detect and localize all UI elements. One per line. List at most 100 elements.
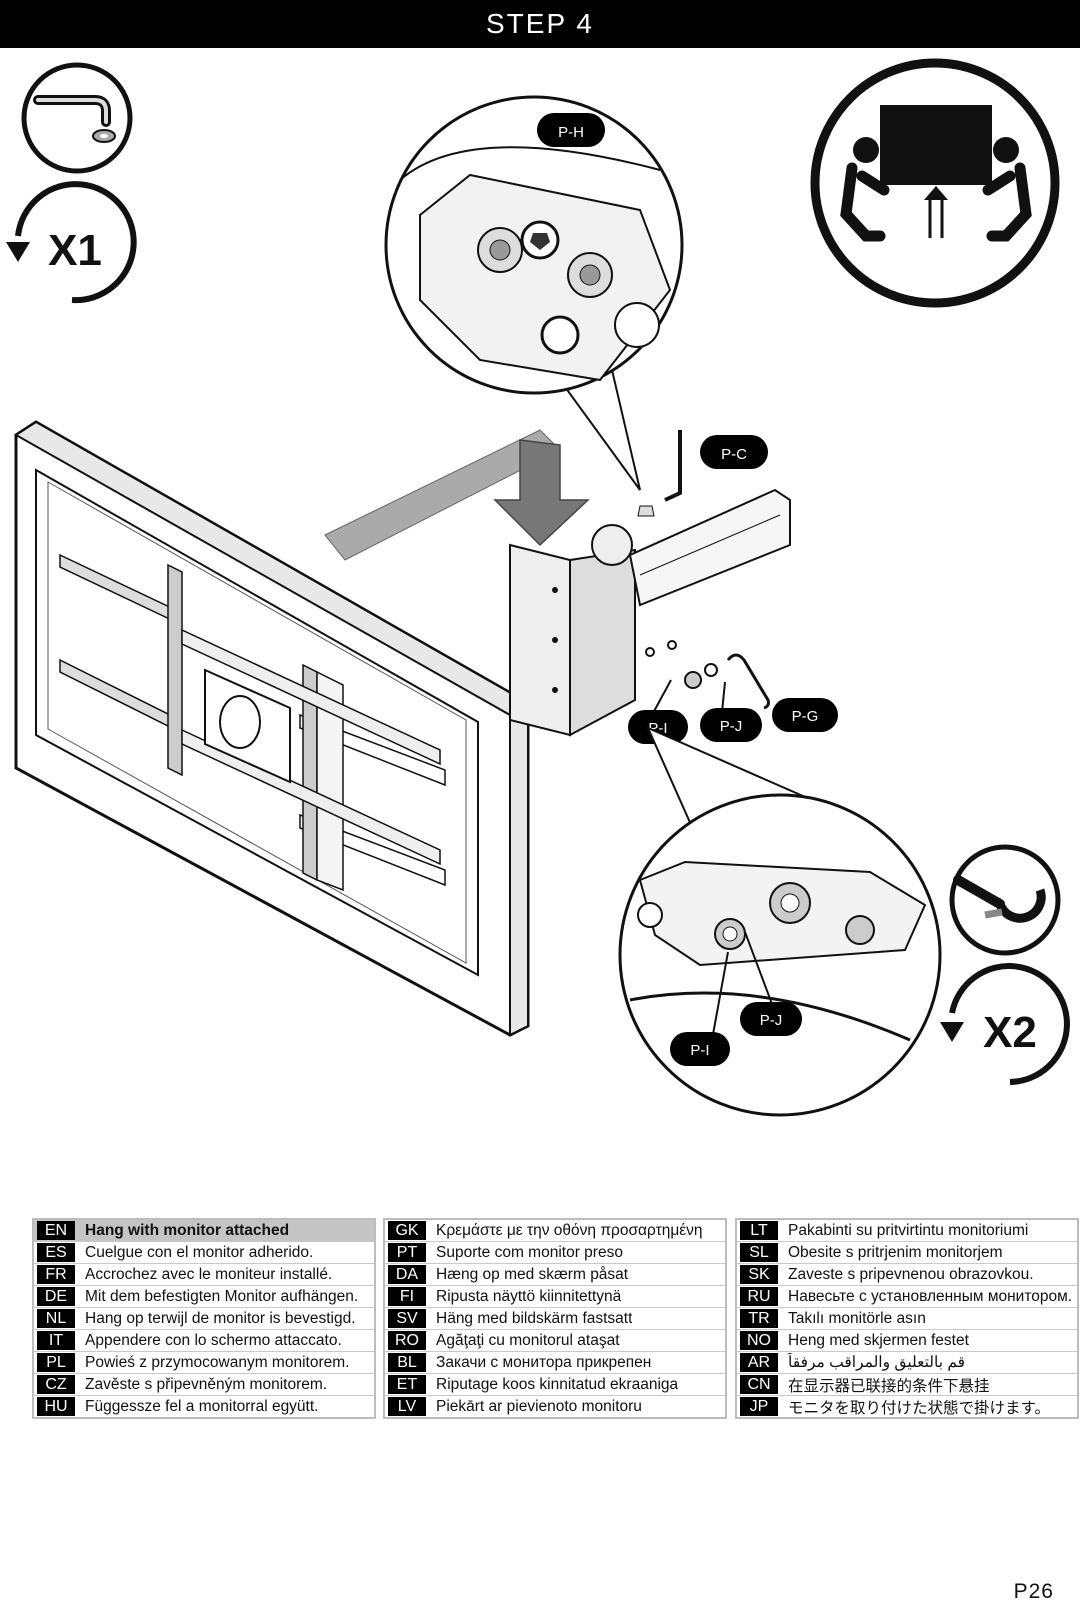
instruction-text: Powieś z przymocowanym monitorem. <box>85 1353 350 1371</box>
wall-arm-drawing <box>324 429 791 737</box>
open-wrench-icon <box>949 844 1061 956</box>
language-code: DA <box>388 1265 426 1284</box>
tv-monitor-drawing <box>14 420 530 1037</box>
instruction-text: Agăţaţi cu monitorul ataşat <box>436 1331 620 1349</box>
language-code: LV <box>388 1397 426 1416</box>
language-code: RO <box>388 1331 426 1350</box>
instruction-text: Függessze fel a monitorral együtt. <box>85 1397 319 1415</box>
instruction-text: قم بالتعليق والمراقب مرفقاً <box>788 1354 966 1371</box>
language-row: ET Riputage koos kinnitatud ekraaniga <box>385 1374 725 1396</box>
language-code: RU <box>740 1287 778 1306</box>
language-row: FR Accrochez avec le moniteur installé. <box>34 1264 374 1286</box>
top-detail-callout: P-H <box>384 95 684 491</box>
language-code: EN <box>37 1221 75 1240</box>
language-code: SV <box>388 1309 426 1328</box>
language-code: IT <box>37 1331 75 1350</box>
language-code: SK <box>740 1265 778 1284</box>
language-row: EN Hang with monitor attached <box>34 1220 374 1242</box>
language-row: CN 在显示器已联接的条件下悬挂 <box>737 1374 1077 1396</box>
language-code: DE <box>37 1287 75 1306</box>
language-code: AR <box>740 1353 778 1372</box>
language-code: ES <box>37 1243 75 1262</box>
quantity-x2-badge: X2 <box>940 963 1070 1085</box>
language-row: GK Κρεμάστε με την οθόνη προσαρτημένη <box>385 1220 725 1242</box>
two-person-lift-icon <box>810 58 1060 308</box>
language-row: SK Zaveste s pripevnenou obrazovkou. <box>737 1264 1077 1286</box>
language-row: PT Suporte com monitor preso <box>385 1242 725 1264</box>
instruction-text: Riputage koos kinnitatud ekraaniga <box>436 1375 679 1393</box>
language-code: BL <box>388 1353 426 1372</box>
language-code: PL <box>37 1353 75 1372</box>
instruction-text: Κρεμάστε με την οθόνη προσαρτημένη <box>436 1221 703 1239</box>
language-code: NL <box>37 1309 75 1328</box>
language-row: PL Powieś z przymocowanym monitorem. <box>34 1352 374 1374</box>
language-code: TR <box>740 1309 778 1328</box>
instruction-text: Häng med bildskärm fastsatt <box>436 1309 633 1327</box>
language-code: CN <box>740 1375 778 1394</box>
language-code: GK <box>388 1221 426 1240</box>
part-label-pg: P-G <box>792 708 819 725</box>
language-code: CZ <box>37 1375 75 1394</box>
language-code: PT <box>388 1243 426 1262</box>
language-code: LT <box>740 1221 778 1240</box>
language-row: JP モニタを取り付けた状態で掛けます。 <box>737 1396 1077 1417</box>
language-row: SV Häng med bildskärm fastsatt <box>385 1308 725 1330</box>
instruction-text: Hæng op med skærm påsat <box>436 1265 629 1283</box>
language-row: AR قم بالتعليق والمراقب مرفقاً <box>737 1352 1077 1374</box>
bottom-detail-callout: P-J P-I <box>618 726 942 1117</box>
language-row: RU Навесьте с установленным монитором. <box>737 1286 1077 1308</box>
language-row: DA Hæng op med skærm påsat <box>385 1264 725 1286</box>
main-part-labels: P-C P-I P-J P-G <box>628 435 838 744</box>
language-code: FR <box>37 1265 75 1284</box>
instruction-text: Навесьте с установленным монитором. <box>788 1287 1073 1305</box>
instruction-text: Hang with monitor attached <box>85 1221 290 1239</box>
language-code: HU <box>37 1397 75 1416</box>
instruction-text: Hang op terwijl de monitor is bevestigd. <box>85 1309 356 1327</box>
instruction-text: Mit dem befestigten Monitor aufhängen. <box>85 1287 359 1305</box>
instruction-text: Zaveste s pripevnenou obrazovkou. <box>788 1265 1034 1283</box>
x1-label: X1 <box>48 226 102 275</box>
language-row: TR Takılı monitörle asın <box>737 1308 1077 1330</box>
language-row: NO Heng med skjermen festet <box>737 1330 1077 1352</box>
part-label-pj-main: P-J <box>720 718 743 735</box>
language-code: SL <box>740 1243 778 1262</box>
instruction-text: Zavěste s připevněným monitorem. <box>85 1375 328 1393</box>
instruction-text: Takılı monitörle asın <box>788 1309 926 1327</box>
assembly-illustration: X1 P-H <box>6 58 1070 1117</box>
quantity-x1-badge: X1 <box>6 181 137 304</box>
instruction-text: モニタを取り付けた状態で掛けます。 <box>788 1399 1050 1417</box>
step-header: STEP 4 <box>0 0 1080 48</box>
language-row: CZ Zavěste s připevněným monitorem. <box>34 1374 374 1396</box>
language-row: HU Függessze fel a monitorral együtt. <box>34 1396 374 1417</box>
instruction-text: Cuelgue con el monitor adherido. <box>85 1243 314 1261</box>
language-row: NL Hang op terwijl de monitor is bevestig… <box>34 1308 374 1330</box>
language-row: DE Mit dem befestigten Monitor aufhängen. <box>34 1286 374 1308</box>
language-code: ET <box>388 1375 426 1394</box>
instruction-text: Obesite s pritrjenim monitorjem <box>788 1243 1003 1261</box>
instruction-text: Pakabinti su pritvirtintu monitoriumi <box>788 1221 1029 1239</box>
instruction-text: Suporte com monitor preso <box>436 1243 623 1261</box>
part-label-pi-detail: P-I <box>690 1042 709 1059</box>
language-code: JP <box>740 1397 778 1416</box>
language-code: NO <box>740 1331 778 1350</box>
language-row: RO Agăţaţi cu monitorul ataşat <box>385 1330 725 1352</box>
step-title: STEP 4 <box>486 8 594 39</box>
instruction-text: Закачи с монитора прикрепен <box>436 1353 652 1371</box>
part-label-pc: P-C <box>721 446 747 463</box>
instruction-text: 在显示器已联接的条件下悬挂 <box>788 1377 990 1395</box>
instruction-text: Accrochez avec le moniteur installé. <box>85 1265 333 1283</box>
page-number: P26 <box>1013 1580 1054 1603</box>
part-label-pj-detail: P-J <box>760 1012 783 1029</box>
language-row: LT Pakabinti su pritvirtintu monitoriumi <box>737 1220 1077 1242</box>
instruction-text: Heng med skjermen festet <box>788 1331 969 1349</box>
instruction-text: Piekārt ar pievienoto monitoru <box>436 1397 642 1415</box>
language-row: BL Закачи с монитора прикрепен <box>385 1352 725 1374</box>
allen-key-icon <box>21 62 133 174</box>
language-row: LV Piekārt ar pievienoto monitoru <box>385 1396 725 1417</box>
language-code: FI <box>388 1287 426 1306</box>
